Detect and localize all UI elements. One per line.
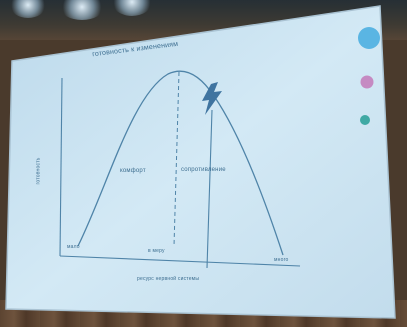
right-region-label: сопротивление xyxy=(181,167,226,173)
teal-dot xyxy=(360,115,370,125)
ceiling-light-left xyxy=(10,0,46,18)
left-region-label: комфорт xyxy=(120,168,146,174)
peak-label: в меру xyxy=(148,248,165,254)
x-axis-label: ресурс нервной системы xyxy=(137,276,200,282)
blue-dot xyxy=(358,27,380,49)
x-axis xyxy=(59,255,301,267)
readiness-curve xyxy=(77,70,284,256)
left-end-label: мало xyxy=(67,244,80,250)
right-end-label: много xyxy=(274,257,289,263)
lightning-bolt-icon xyxy=(202,82,222,115)
event-vertical-line xyxy=(206,109,213,269)
screen-panel xyxy=(6,6,395,318)
y-axis xyxy=(59,77,63,257)
ceiling-light-center xyxy=(60,0,104,20)
ceiling-light-right xyxy=(112,0,152,16)
pink-dot xyxy=(360,75,374,89)
y-axis-label: готовность xyxy=(35,157,42,185)
peak-dashed-line xyxy=(173,71,180,247)
